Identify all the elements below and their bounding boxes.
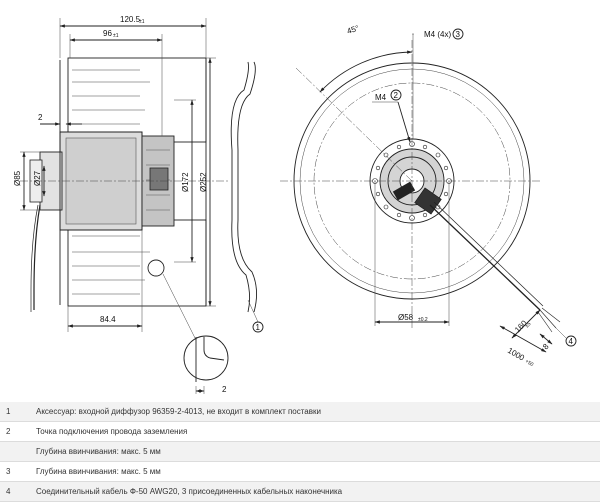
dim-27: Ø27 xyxy=(33,170,42,186)
svg-text:3: 3 xyxy=(456,30,461,39)
dim-58: Ø58 xyxy=(398,313,414,322)
legend-number: 2 xyxy=(6,427,11,436)
legend-text: Глубина ввинчивания: макс. 5 мм xyxy=(36,467,161,476)
front-dimensions xyxy=(247,33,567,353)
dim-85: Ø85 xyxy=(13,170,22,186)
legend-number: 1 xyxy=(6,407,11,416)
dim-120-5-tol: ±1 xyxy=(139,19,145,25)
callout-1: 1 xyxy=(252,321,264,333)
dim-2-top: 2 xyxy=(38,113,43,122)
legend-row: 2 Точка подключения провода заземления xyxy=(0,422,600,442)
dim-96-tol: ±1 xyxy=(113,33,119,39)
front-view xyxy=(280,40,561,333)
legend-row: 1 Аксессуар: входной диффузор 96359-2-40… xyxy=(0,402,600,422)
side-view xyxy=(20,57,257,394)
dim-1000: 1000 xyxy=(506,346,526,363)
legend-table: 1 Аксессуар: входной диффузор 96359-2-40… xyxy=(0,402,600,502)
dim-2-detail: 2 xyxy=(222,385,227,394)
dim-172: Ø172 xyxy=(181,172,190,192)
legend-row: Глубина ввинчивания: макс. 5 мм xyxy=(0,442,600,462)
legend-row: 3 Глубина ввинчивания: макс. 5 мм xyxy=(0,462,600,482)
dim-m4-4x: M4 (4x) xyxy=(424,30,451,39)
legend-text: Точка подключения провода заземления xyxy=(36,427,188,436)
legend-text: Глубина ввинчивания: макс. 5 мм xyxy=(36,447,161,456)
dim-58-tol: ±0.2 xyxy=(418,317,428,323)
technical-drawing: 120.5 ±1 96 ±1 2 Ø85 Ø27 Ø172 Ø252 84.4 … xyxy=(13,15,577,394)
dim-96: 96 xyxy=(103,29,112,38)
legend-text: Аксессуар: входной диффузор 96359-2-4013… xyxy=(36,407,321,416)
legend-number: 4 xyxy=(6,487,11,496)
side-dimensions xyxy=(20,18,216,332)
legend-text: Соединительный кабель Ф-50 AWG20, 3 прис… xyxy=(36,487,343,496)
callout-4: 4 xyxy=(565,335,577,347)
svg-text:1: 1 xyxy=(256,323,261,332)
dim-84-4: 84.4 xyxy=(100,315,116,324)
side-dimension-labels: 120.5 ±1 96 ±1 2 Ø85 Ø27 Ø172 Ø252 84.4 … xyxy=(13,15,227,394)
svg-text:4: 4 xyxy=(569,337,574,346)
legend-number: 3 xyxy=(6,467,11,476)
dim-120-5: 120.5 xyxy=(120,15,141,24)
dim-45-deg: 45° xyxy=(346,24,360,36)
dim-252: Ø252 xyxy=(199,172,208,192)
svg-text:2: 2 xyxy=(394,91,399,100)
dim-8: 8 xyxy=(541,342,551,352)
detail-view xyxy=(183,335,229,394)
callout-markers: 3 2 1 4 xyxy=(252,28,577,347)
dim-1000-tol: +50 xyxy=(524,359,535,369)
dim-m4: M4 xyxy=(375,93,387,102)
legend-row: 4 Соединительный кабель Ф-50 AWG20, 3 пр… xyxy=(0,482,600,502)
dim-160-tol: ±5 xyxy=(524,321,532,329)
callout-2: 2 xyxy=(390,89,402,101)
callout-3: 3 xyxy=(452,28,464,40)
